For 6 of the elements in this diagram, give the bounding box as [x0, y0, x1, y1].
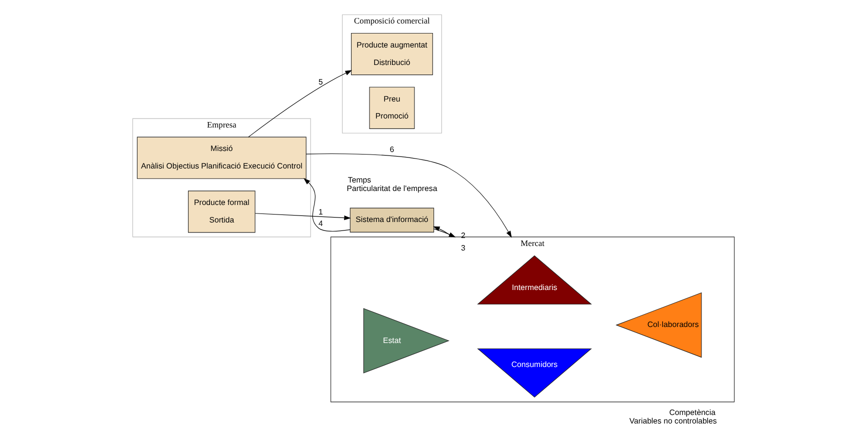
arrow — [304, 178, 350, 232]
arrow — [306, 154, 512, 238]
arrow — [254, 213, 351, 220]
arrow — [433, 226, 452, 238]
arrow — [248, 70, 352, 138]
arrow — [434, 228, 456, 238]
